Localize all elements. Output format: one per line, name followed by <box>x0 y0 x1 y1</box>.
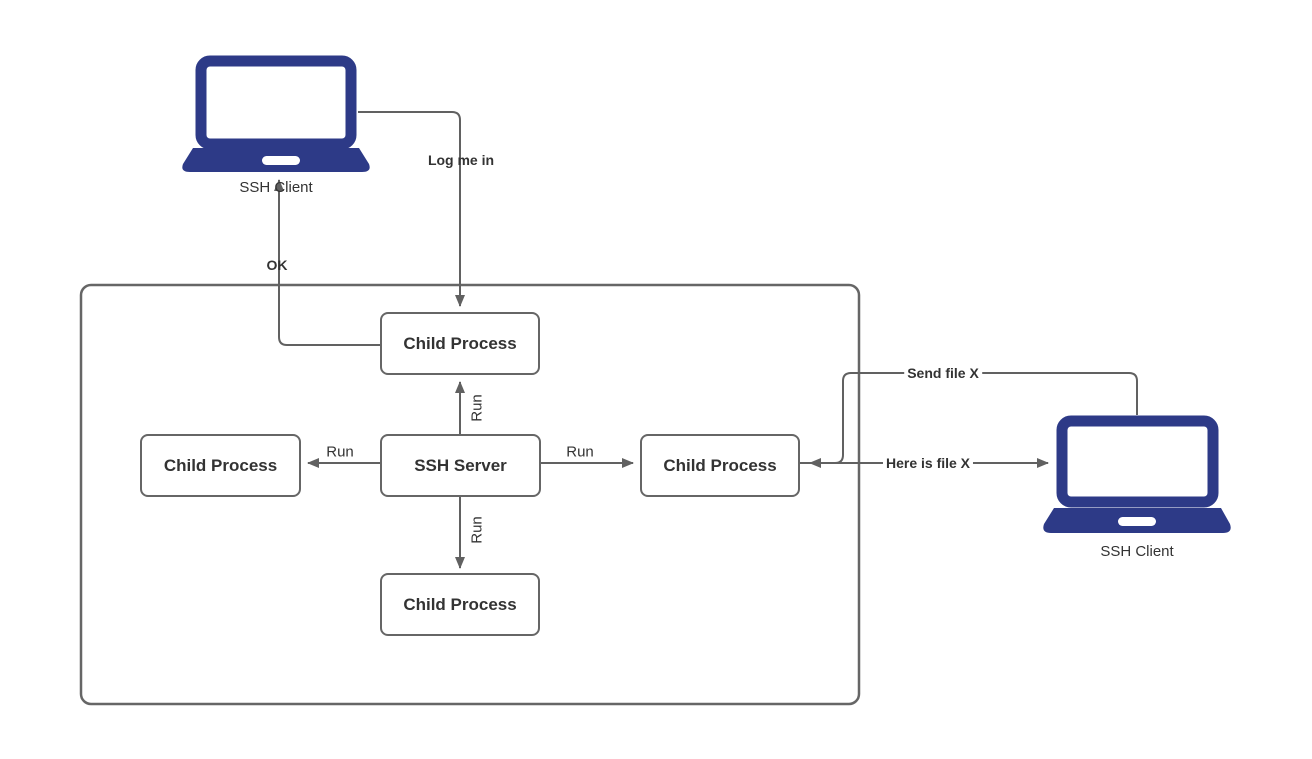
edge-label-run-left: Run <box>326 443 354 461</box>
laptop-icon-right <box>1043 415 1231 533</box>
node-label: SSH Server <box>414 455 507 475</box>
node-child-process-bottom: Child Process <box>380 573 540 636</box>
node-label: Child Process <box>403 594 517 614</box>
node-child-process-right: Child Process <box>640 434 800 497</box>
node-child-process-left: Child Process <box>140 434 301 497</box>
node-ssh-server: SSH Server <box>380 434 541 497</box>
label-ssh-client-right: SSH Client <box>1100 543 1174 560</box>
laptop-icon-left <box>182 55 370 172</box>
node-child-process-top: Child Process <box>380 312 540 375</box>
edge-label-here-is-file-x: Here is file X <box>882 455 974 471</box>
node-label: Child Process <box>403 333 517 353</box>
server-boundary-container <box>79 283 861 706</box>
edge-send-file-x <box>809 372 1138 468</box>
edge-ok <box>274 179 380 346</box>
edge-log-me-in <box>358 111 465 307</box>
edge-layer <box>274 111 1138 569</box>
edge-label-ok: OK <box>266 257 288 273</box>
edge-label-send-file-x: Send file X <box>904 365 982 381</box>
edge-label-run-right: Run <box>566 443 594 461</box>
edge-label-run-up: Run <box>468 394 486 422</box>
label-ssh-client-left: SSH Client <box>239 179 313 196</box>
node-label: Child Process <box>663 455 777 475</box>
node-label: Child Process <box>163 455 278 475</box>
edge-label-run-down: Run <box>468 516 486 544</box>
edge-label-log-me-in: Log me in <box>427 152 495 168</box>
